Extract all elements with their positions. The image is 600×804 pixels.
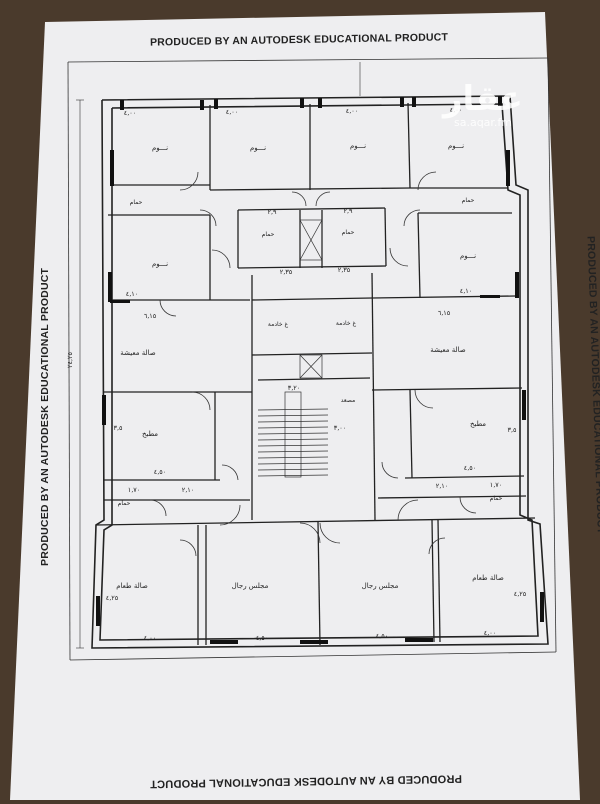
dim-label: ٢,٩ bbox=[267, 208, 277, 216]
room-bath4: حمام bbox=[342, 229, 355, 236]
dim-label: ٣,٥ bbox=[507, 426, 517, 434]
room-majlis-left: مجلس رجال bbox=[232, 582, 269, 590]
internal-walls bbox=[95, 102, 536, 646]
dim-label: ٢,١٠ bbox=[436, 482, 449, 490]
dim-label: ١,٧٠ bbox=[128, 486, 141, 494]
dimension-labels: ٤,٠٠ ٤,٠٠ ٤,٠٠ ٤,٠٠ ٤,١٠ ٤,١٠ ٦,١٥ ٦,١٥ … bbox=[66, 106, 527, 642]
room-living-left: صالة معيشة bbox=[120, 349, 155, 357]
dim-label: ٢,١٠ bbox=[182, 486, 195, 494]
header-left-text: PRODUCED BY AN AUTODESK EDUCATIONAL PROD… bbox=[39, 267, 51, 566]
room-bed2: نـــوم bbox=[250, 144, 266, 152]
dimension-lines bbox=[76, 62, 361, 649]
windows bbox=[96, 96, 544, 644]
dim-label: ٢,٣٥ bbox=[338, 266, 351, 274]
watermark-logo: عقار bbox=[442, 79, 524, 119]
watermark-url: sa.aqar.fm bbox=[453, 116, 513, 129]
staircase bbox=[257, 391, 329, 478]
dim-label: ٢,٩ bbox=[343, 207, 353, 215]
room-dining-right: صالة طعام bbox=[472, 574, 504, 582]
dim-label: ٤,٥٠ bbox=[464, 464, 477, 472]
room-labels: نـــوم نـــوم نـــوم نـــوم نـــوم نـــو… bbox=[116, 142, 504, 590]
dim-label: ٤,١٠ bbox=[460, 287, 473, 295]
room-majlis-right: مجلس رجال bbox=[362, 582, 399, 590]
dim-label: ٢,٣٥ bbox=[280, 268, 293, 276]
room-kitchen-right: مطبخ bbox=[470, 420, 486, 428]
elevator-shafts bbox=[299, 219, 323, 379]
room-maid-left: غ خادمة bbox=[268, 321, 289, 328]
dim-label: ٦,١٥ bbox=[144, 312, 157, 320]
room-bed3: نـــوم bbox=[350, 142, 366, 150]
dim-label: ٤,١٠ bbox=[126, 290, 139, 298]
dim-label: ٣,٠٠ bbox=[334, 424, 347, 432]
room-bath6: حمام bbox=[490, 495, 503, 502]
dim-label: ٣,٥ bbox=[113, 424, 123, 432]
dim-label: ٤,٢٥ bbox=[106, 594, 119, 602]
room-bed4: نـــوم bbox=[448, 142, 464, 150]
room-bath3: حمام bbox=[262, 231, 275, 238]
dim-label: ٤,٥٠ bbox=[154, 468, 167, 476]
dim-label: ٤,٠٠ bbox=[484, 629, 497, 637]
paper-background bbox=[10, 12, 580, 800]
room-living-right: صالة معيشة bbox=[430, 346, 465, 354]
room-bath2: حمام bbox=[462, 197, 475, 204]
room-bed6: نـــوم bbox=[460, 252, 476, 260]
door-swings bbox=[149, 171, 477, 557]
dim-label: ٣,٢٠ bbox=[288, 384, 301, 392]
dim-label: ٤,٥٠ bbox=[256, 634, 269, 642]
watermark: عقار sa.aqar.fm bbox=[428, 80, 538, 129]
dim-label: ٦,١٥ bbox=[438, 309, 451, 317]
dim-label: ٤,٠٠ bbox=[144, 634, 157, 642]
room-elevator: مصعد bbox=[341, 397, 355, 404]
dim-label: ٤,٠٠ bbox=[124, 109, 137, 117]
dim-label: ٤,٢٥ bbox=[514, 590, 527, 598]
room-bed5: نـــوم bbox=[152, 260, 168, 268]
room-maid-right: غ خادمة bbox=[336, 320, 357, 327]
drawing-frame bbox=[67, 57, 557, 661]
room-kitchen-left: مطبخ bbox=[142, 430, 158, 438]
room-bath1: حمام bbox=[130, 199, 143, 206]
dim-label-overall: ٢٤,٢٥ bbox=[66, 351, 74, 368]
dim-label: ٤,٠٠ bbox=[346, 107, 359, 115]
room-bath5: حمام bbox=[118, 500, 131, 507]
room-bed1: نـــوم bbox=[152, 144, 168, 152]
room-dining-left: صالة طعام bbox=[116, 582, 148, 590]
dim-label: ٤,٠٠ bbox=[450, 106, 463, 114]
dim-label: ١,٧٠ bbox=[490, 481, 503, 489]
dim-label: ٤,٠٠ bbox=[226, 108, 239, 116]
dim-label: ٤,٥٠ bbox=[376, 632, 389, 640]
